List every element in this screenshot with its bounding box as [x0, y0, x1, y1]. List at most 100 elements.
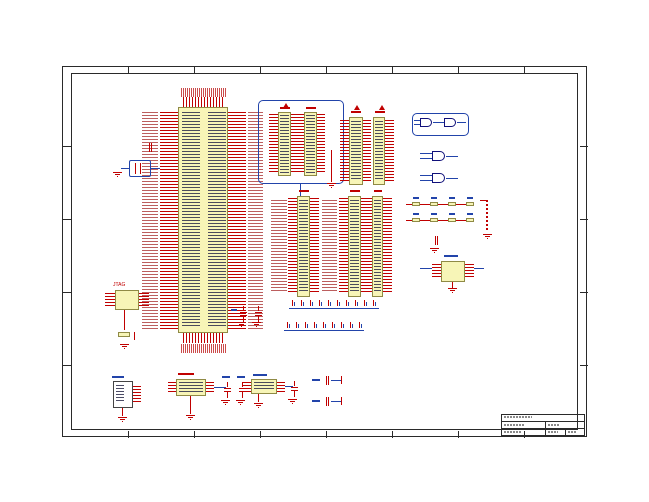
- component-label: [431, 213, 437, 215]
- ground-symbol: [237, 322, 246, 327]
- gate-output-wire: [446, 156, 458, 157]
- regulator2-pin-names: [254, 382, 274, 391]
- regulator2-ground-wire: [258, 394, 259, 402]
- main-ic-bottom-pin-labels: [181, 344, 227, 353]
- connector-b-right-pins: [317, 114, 325, 174]
- main-ic-top-pins: [183, 97, 225, 107]
- gate-input-wire: [414, 124, 420, 125]
- ground-symbol: [327, 183, 336, 188]
- power-connector-pin-names: [116, 385, 124, 403]
- supervisor-ic-left-pins: [432, 264, 441, 279]
- series-resistor: [412, 202, 420, 206]
- oscillator-box: [129, 160, 151, 177]
- oscillator-wire-left: [121, 168, 129, 169]
- oscillator-capacitor: [146, 143, 154, 152]
- ground-symbol: [236, 400, 245, 405]
- header-e-right-pins: [310, 198, 319, 294]
- supervisor-ic-right-pins: [465, 264, 474, 279]
- main-ic-top-pin-labels: [181, 88, 227, 97]
- connector-designator: [375, 111, 385, 113]
- series-resistor: [430, 202, 438, 206]
- header-f-left-pins: [339, 198, 348, 294]
- connector-designator: [299, 190, 309, 192]
- title-block-text: [504, 424, 524, 426]
- regulator1-output-wire: [214, 387, 226, 388]
- jtag-header-body: [115, 290, 139, 310]
- jtag-header-label: JTAG: [113, 282, 126, 288]
- connector-a-right-pins: [291, 114, 298, 174]
- power-symbol: [283, 103, 289, 108]
- connector-b-pin-names: [306, 115, 315, 173]
- decoupling-capacitor: [240, 306, 247, 322]
- ground-symbol: [221, 400, 230, 405]
- main-ic-right-pins: [228, 112, 246, 330]
- power-symbol: [379, 105, 385, 110]
- regulator2-left-pins: [243, 382, 251, 392]
- capacitor-label: [312, 379, 320, 381]
- pullup-resistor: [486, 200, 488, 232]
- ground-symbol: [448, 288, 457, 293]
- title-block-text: [504, 416, 532, 418]
- ground-symbol: [252, 322, 261, 327]
- connector-designator: [280, 107, 290, 109]
- sheet-frame-inner: [71, 73, 578, 430]
- capacitor-label: [237, 376, 245, 378]
- title-block: [501, 414, 585, 436]
- jtag-pullup-resistor: [118, 332, 130, 337]
- regulator1-pin-names: [179, 382, 203, 393]
- resistor-row-wire: [406, 204, 474, 205]
- gate-output-wire: [457, 122, 466, 123]
- title-block-text: [504, 431, 522, 433]
- component-designator: [178, 373, 194, 375]
- capacitor-stub: [341, 397, 342, 405]
- output-capacitor: [224, 382, 231, 398]
- zone-ticks-right: [580, 74, 588, 430]
- component-label: [449, 197, 455, 199]
- regulator1-left-pins: [168, 382, 176, 394]
- crystal-plate: [135, 163, 136, 174]
- capacitor-stub: [341, 376, 342, 384]
- or-gate: [432, 173, 445, 183]
- ground-symbol: [118, 417, 127, 422]
- buffer-ic-right-pins: [385, 120, 394, 182]
- and-gate: [420, 118, 432, 127]
- title-block-text: [568, 431, 576, 433]
- gate-input-wire: [414, 120, 420, 121]
- ground-symbol: [186, 415, 195, 420]
- component-label: [112, 376, 124, 378]
- crystal-plate: [140, 163, 141, 174]
- connector-a-left-pins: [269, 114, 278, 174]
- main-ic-pin-names-left-column: [182, 112, 200, 328]
- output-capacitor: [239, 382, 246, 398]
- power-symbol: [354, 105, 360, 110]
- header-f-pin-names: [350, 200, 359, 293]
- ground-symbol: [113, 172, 122, 177]
- main-ic-right-net-labels: [248, 112, 263, 330]
- supervisor-ground-wire: [452, 282, 453, 288]
- latch-ic-left-pins: [340, 120, 349, 182]
- filter-capacitor: [323, 376, 331, 385]
- series-resistor: [466, 202, 474, 206]
- header-f-net-labels: [322, 200, 337, 292]
- main-ic-pin-names-right-column: [208, 112, 226, 328]
- jtag-header-right-pins: [139, 293, 149, 308]
- pullup-top-wire: [480, 200, 487, 201]
- termination-row-lower: [284, 322, 364, 331]
- ground-symbol: [288, 399, 297, 404]
- series-resistor: [448, 202, 456, 206]
- title-block-divider: [565, 428, 566, 436]
- main-ic-left-net-labels: [142, 112, 158, 330]
- title-block-divider: [501, 428, 585, 429]
- component-label: [467, 197, 473, 199]
- series-resistor: [430, 218, 438, 222]
- jtag-down-wire: [124, 310, 125, 330]
- regulator2-right-pins: [277, 382, 285, 392]
- termination-row-upper: [289, 300, 379, 309]
- title-block-text: [548, 431, 558, 433]
- and-gate: [444, 118, 456, 127]
- component-label: [467, 213, 473, 215]
- header-g-pin-names: [374, 200, 381, 293]
- component-label: [413, 213, 419, 215]
- series-resistor: [412, 218, 420, 222]
